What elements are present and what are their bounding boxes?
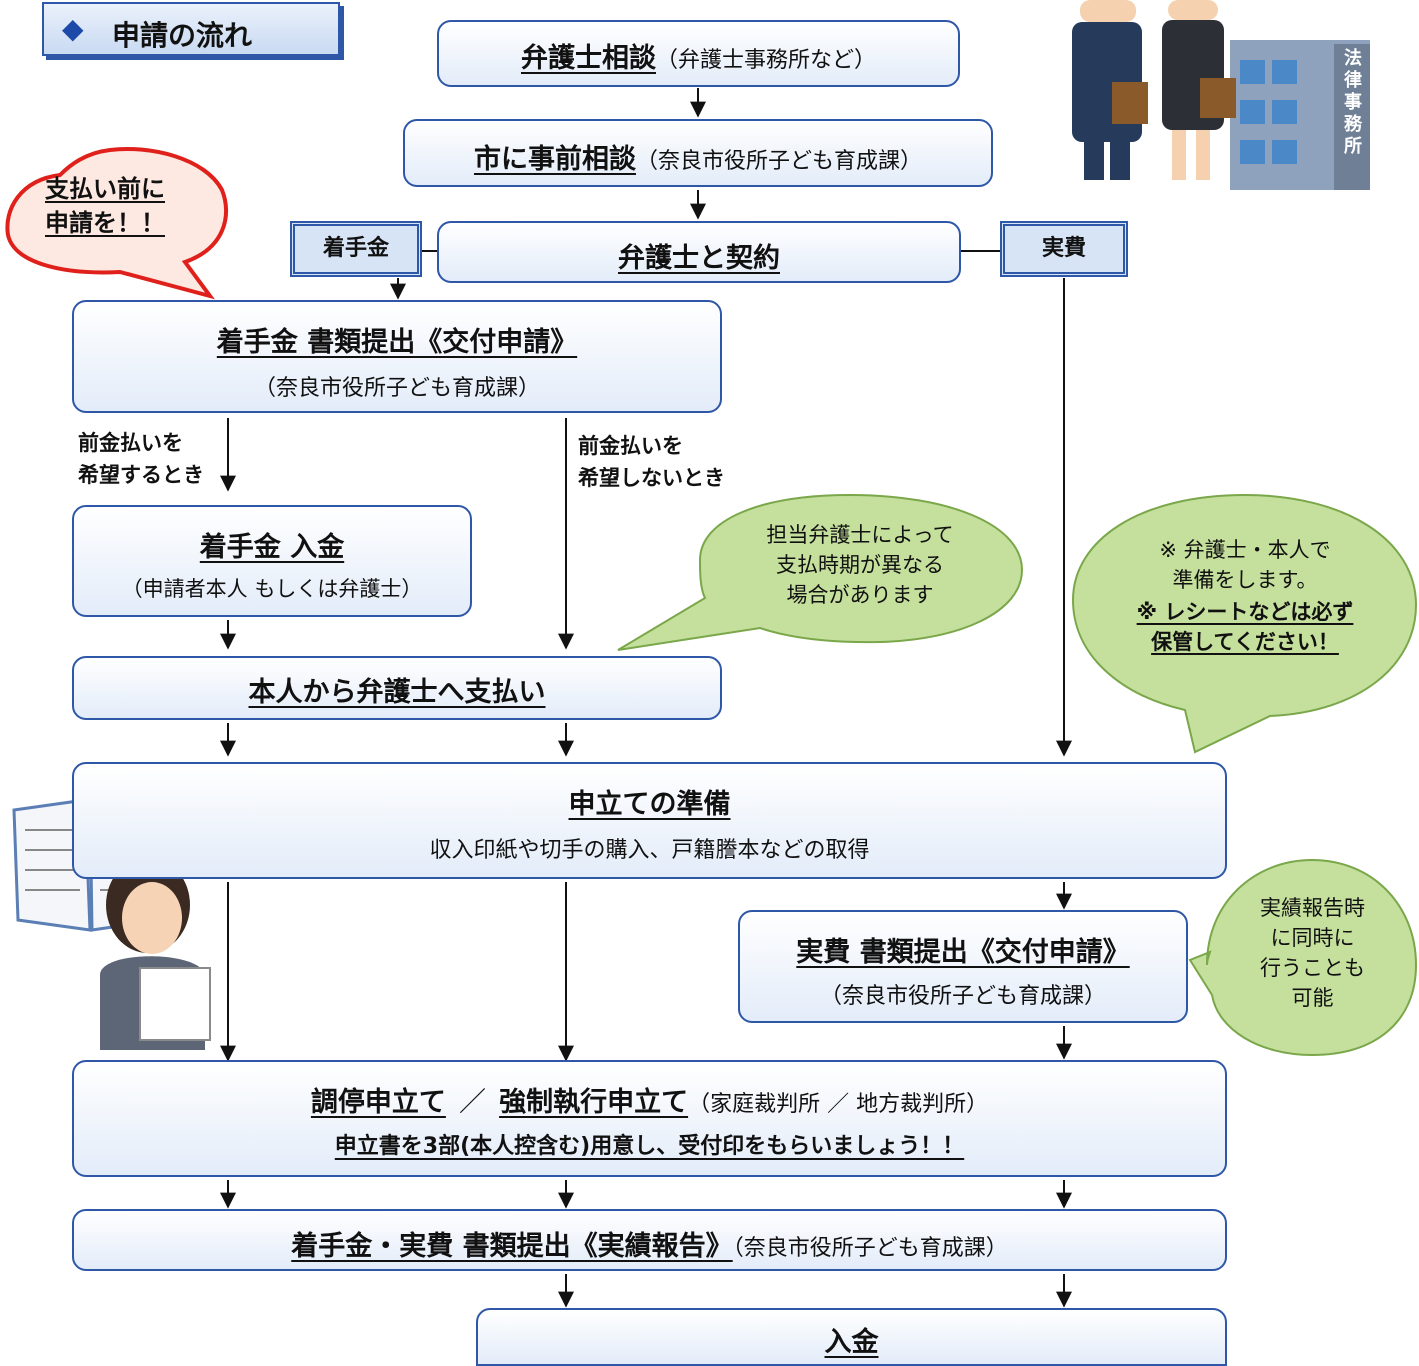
lawyers-illustration	[1072, 0, 1370, 190]
timing-bubble-text: 担当弁護士によって 支払時期が異なる 場合があります	[766, 523, 954, 607]
separator: ／	[459, 1087, 486, 1118]
step-title: 弁護士相談	[520, 43, 656, 74]
branch-label-advance: 前金払いを 希望するとき	[78, 431, 204, 487]
report-bubble-text: 実績報告時 に同時に 行うことも 可能	[1260, 896, 1365, 1010]
step-sub: （奈良市役所子ども育成課）	[635, 149, 922, 174]
step-title: 申立ての準備	[568, 789, 731, 820]
receipts-bubble-text: ※ 弁護士・本人で 準備をします。	[1159, 538, 1331, 592]
step-pre-consult: 市に事前相談（奈良市役所子ども育成課）	[403, 119, 993, 187]
tag-actual: 実費	[1000, 221, 1128, 277]
woman-reading-illustration	[12, 798, 211, 1050]
step-sub: （奈良市役所子ども育成課）	[732, 1236, 1008, 1261]
green-speech-bubble	[1188, 858, 1418, 1057]
step-pay-lawyer: 本人から弁護士へ支払い	[72, 656, 722, 720]
step-fee-application: 着手金 書類提出《交付申請》 （奈良市役所子ども育成課）	[72, 300, 722, 413]
section-header: ◆ 申請の流れ	[42, 2, 340, 56]
step-title: 着手金・実費 書類提出《実績報告》	[291, 1231, 733, 1262]
receipts-bubble-warning: ※ レシートなどは必ず 保管してください！	[1136, 600, 1354, 654]
step-title: 調停申立て	[310, 1087, 446, 1118]
building-sign: 法 律 事 務 所	[1344, 48, 1362, 157]
petition-note: 申立書を3部(本人控含む)用意し、受付印をもらいましょう！！	[334, 1134, 965, 1159]
step-actual-application: 実費 書類提出《交付申請》 （奈良市役所子ども育成課）	[738, 910, 1188, 1023]
page-title: 申請の流れ	[112, 19, 253, 52]
step-sub: 収入印紙や切手の購入、戸籍謄本などの取得	[429, 838, 870, 863]
tag-fee: 着手金	[290, 221, 422, 277]
red-bubble-text: 支払い前に 申請を！！	[45, 175, 165, 237]
diamond-icon: ◆	[62, 12, 84, 45]
step-payment: 入金	[476, 1308, 1227, 1366]
step-report: 着手金・実費 書類提出《実績報告》（奈良市役所子ども育成課）	[72, 1209, 1227, 1271]
step-sub: （申請者本人 もしくは弁護士）	[121, 577, 423, 601]
step-prep: 申立ての準備 収入印紙や切手の購入、戸籍謄本などの取得	[72, 762, 1227, 879]
step-fee-payment: 着手金 入金 （申請者本人 もしくは弁護士）	[72, 505, 472, 617]
step-title: 強制執行申立て	[499, 1087, 689, 1118]
branch-label-no-advance: 前金払いを 希望しないとき	[578, 434, 725, 490]
step-consult: 弁護士相談（弁護士事務所など）	[437, 20, 960, 87]
step-title: 着手金 書類提出《交付申請》	[216, 327, 578, 358]
red-speech-bubble	[5, 147, 229, 300]
step-title: 弁護士と契約	[618, 243, 780, 274]
step-title: 市に事前相談	[473, 144, 636, 175]
step-contract: 弁護士と契約	[437, 221, 961, 283]
step-title: 実費 書類提出《交付申請》	[796, 937, 1130, 968]
green-speech-bubble	[1071, 493, 1418, 754]
step-title: 着手金 入金	[199, 532, 345, 563]
step-sub: （奈良市役所子ども育成課）	[819, 984, 1106, 1009]
step-petition: 調停申立て ／ 強制執行申立て（家庭裁判所 ／ 地方裁判所） 申立書を3部(本人…	[72, 1060, 1227, 1177]
step-title: 本人から弁護士へ支払い	[248, 677, 546, 708]
step-sub: （弁護士事務所など）	[655, 48, 876, 73]
step-title: 入金	[824, 1327, 879, 1358]
step-sub: （家庭裁判所 ／ 地方裁判所）	[688, 1092, 989, 1117]
step-sub: （奈良市役所子ども育成課）	[253, 376, 540, 401]
green-speech-bubble	[617, 493, 1024, 651]
